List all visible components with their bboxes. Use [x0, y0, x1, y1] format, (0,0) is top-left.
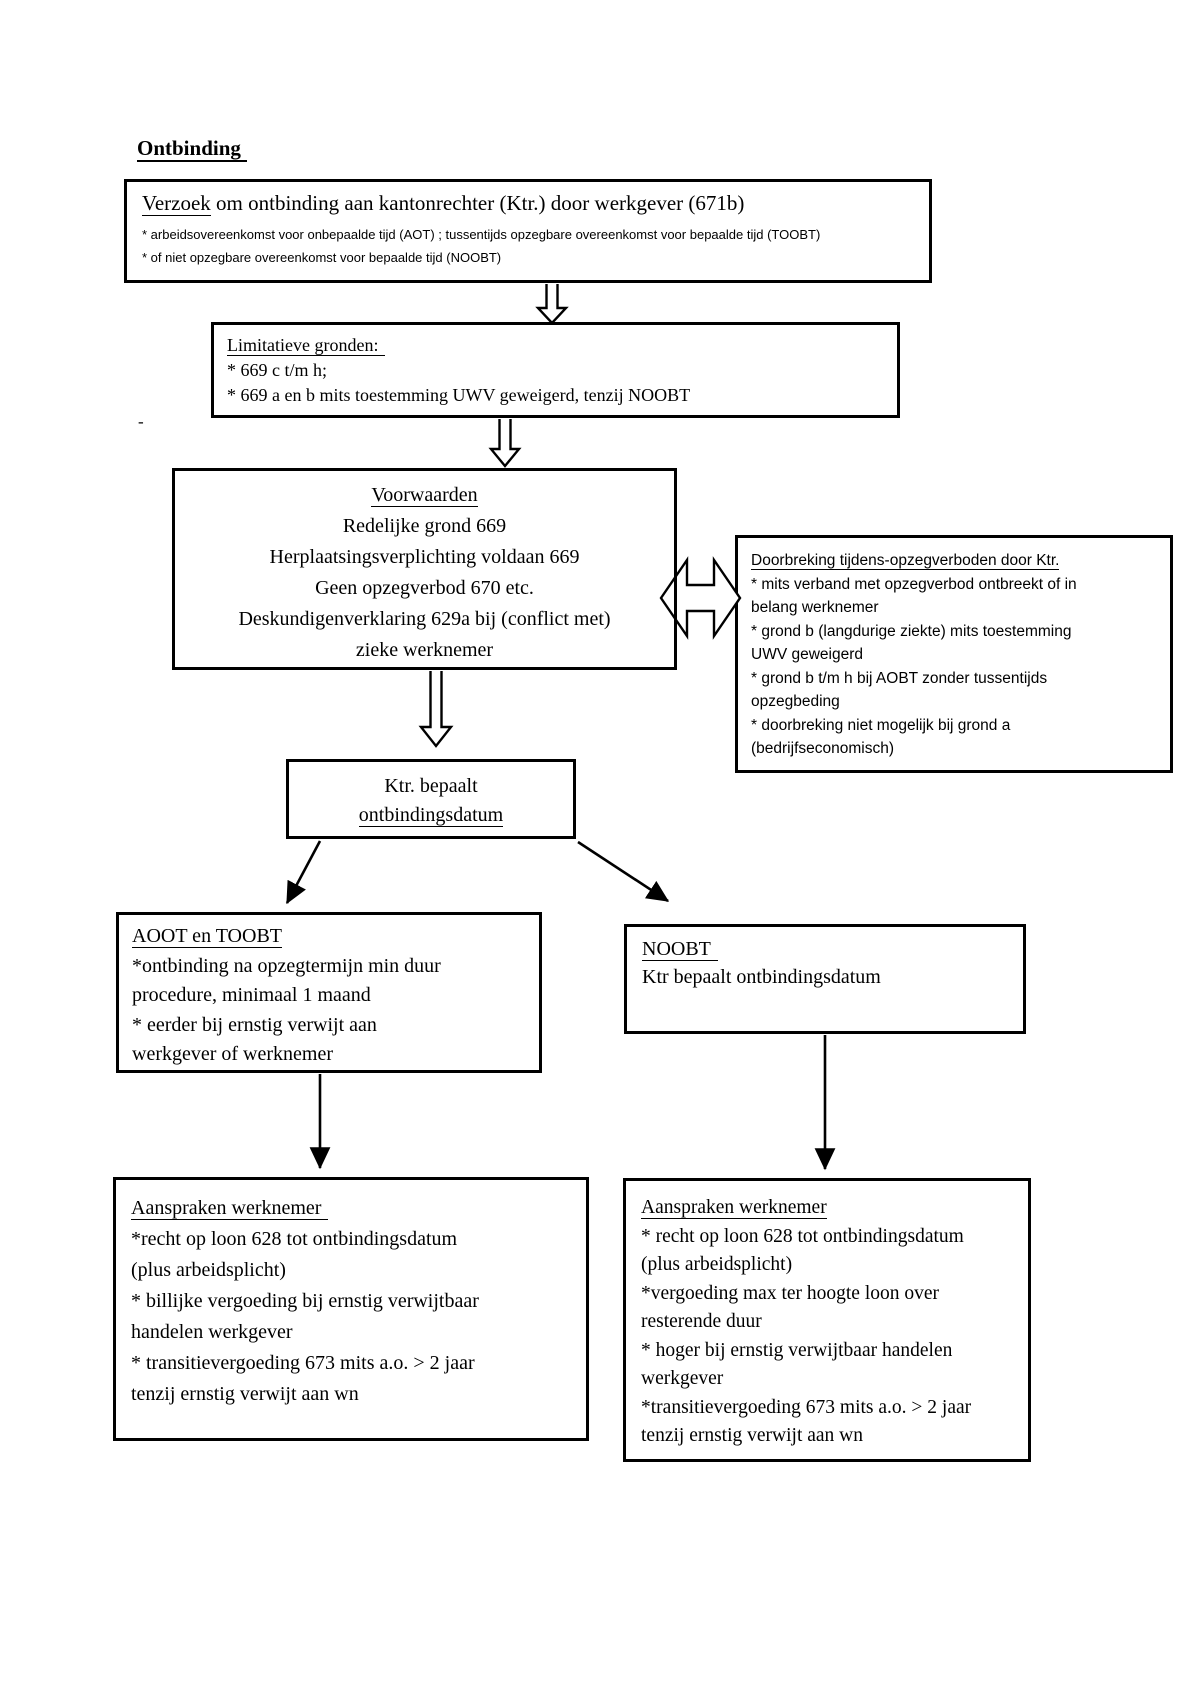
- doorbreking-bullets: * mits verband met opzegverbod ontbreekt…: [751, 573, 1157, 761]
- aanspraken-links-heading: Aanspraken werknemer: [131, 1193, 571, 1224]
- text-line: * transitievergoeding 673 mits a.o. > 2 …: [131, 1352, 475, 1374]
- hollow-arrow-limitatieve-to-voorwaarden: [488, 419, 522, 468]
- hollow-arrow-verzoek-to-limitatieve: [535, 284, 569, 325]
- box-verzoek: Verzoek om ontbinding aan kantonrechter …: [124, 179, 932, 283]
- page-title-text: Ontbinding: [137, 136, 247, 162]
- text-line: * billijke vergoeding bij ernstig verwij…: [131, 1290, 479, 1312]
- text-line: * doorbreking niet mogelijk bij grond a: [751, 716, 1011, 734]
- text-line: (bedrijfseconomisch): [751, 740, 894, 757]
- noobt-heading: NOOBT: [642, 935, 1008, 963]
- text-line: UWV geweigerd: [751, 646, 863, 663]
- ktr-line1: Ktr. bepaalt: [384, 775, 478, 797]
- text-line: werkgever: [641, 1368, 724, 1389]
- text-line: (plus arbeidsplicht): [131, 1259, 286, 1281]
- verzoek-bullets: * arbeidsovereenkomst voor onbepaalde ti…: [142, 223, 914, 269]
- limitatieve-bullets: * 669 c t/m h; * 669 a en b mits toestemm…: [227, 358, 884, 408]
- text-line: handelen werkgever: [131, 1321, 293, 1343]
- aoot-lines: *ontbinding na opzegtermijn min duur proc…: [132, 952, 526, 1070]
- stray-dash: -: [138, 412, 144, 431]
- text-line: procedure, minimaal 1 maand: [132, 984, 371, 1006]
- noobt-line: Ktr bepaalt ontbindingsdatum: [642, 966, 881, 988]
- text-line: opzegbeding: [751, 693, 840, 710]
- text-line: werkgever of werknemer: [132, 1043, 334, 1065]
- page-title: Ontbinding: [137, 136, 247, 162]
- text-line: * grond b (langdurige ziekte) mits toest…: [751, 622, 1072, 640]
- text-line: tenzij ernstig verwijt aan wn: [641, 1425, 864, 1446]
- verzoek-heading-underlined: Verzoek: [142, 191, 211, 216]
- doorbreking-heading: Doorbreking tijdens-opzegverboden door K…: [751, 552, 1060, 570]
- verzoek-heading: Verzoek om ontbinding aan kantonrechter …: [142, 191, 914, 216]
- box-aanspraken-werknemer-links: Aanspraken werknemer *recht op loon 628 …: [113, 1177, 589, 1441]
- text-line: Redelijke grond 669: [342, 515, 507, 537]
- box-limitatieve-gronden: Limitatieve gronden: * 669 c t/m h;* 669…: [211, 322, 900, 418]
- verzoek-heading-rest: om ontbinding aan kantonrechter (Ktr.) d…: [210, 191, 745, 215]
- box-aoot-en-toobt: AOOT en TOOBT *ontbinding na opzegtermij…: [116, 912, 542, 1073]
- text-line: *ontbinding na opzegtermijn min duur: [132, 954, 441, 977]
- text-line: * 669 c t/m h;: [227, 360, 327, 380]
- text-line: * hoger bij ernstig verwijtbaar handelen: [641, 1339, 953, 1361]
- voorwaarden-heading: Voorwaarden: [371, 484, 478, 507]
- box-aanspraken-werknemer-rechts: Aanspraken werknemer * recht op loon 628…: [623, 1178, 1031, 1462]
- text-line: * eerder bij ernstig verwijt aan: [132, 1013, 377, 1036]
- text-line: * mits verband met opzegverbod ontbreekt…: [751, 575, 1077, 593]
- box-ktr-bepaalt-ontbindingsdatum: Ktr. bepaalt ontbindingsdatum: [286, 759, 576, 839]
- text-line: * grond b t/m h bij AOBT zonder tussenti…: [751, 669, 1048, 687]
- text-line: * arbeidsovereenkomst voor onbepaalde ti…: [142, 227, 821, 242]
- text-line: *vergoeding max ter hoogte loon over: [641, 1282, 940, 1304]
- aanspraken-rechts-heading: Aanspraken werknemer: [641, 1197, 827, 1219]
- limitatieve-heading: Limitatieve gronden:: [227, 333, 884, 358]
- arrow-ktr-to-noobt: [577, 840, 670, 903]
- box-doorbreking: Doorbreking tijdens-opzegverboden door K…: [735, 535, 1173, 773]
- text-line: * 669 a en b mits toestemming UWV geweig…: [227, 385, 691, 405]
- text-line: Deskundigenverklaring 629a bij (conflict…: [238, 608, 611, 630]
- text-line: *transitievergoeding 673 mits a.o. > 2 j…: [641, 1396, 972, 1418]
- text-line: zieke werknemer: [355, 639, 494, 661]
- text-line: * of niet opzegbare overeenkomst voor be…: [142, 250, 502, 265]
- text-line: * recht op loon 628 tot ontbindingsdatum: [641, 1225, 964, 1247]
- hollow-arrow-voorwaarden-to-ktr: [418, 671, 454, 748]
- text-line: belang werknemer: [751, 599, 879, 616]
- text-line: Herplaatsingsverplichting voldaan 669: [269, 546, 580, 568]
- arrow-ktr-to-aoot: [285, 840, 322, 905]
- aanspraken-links-lines: *recht op loon 628 tot ontbindingsdatum (…: [131, 1224, 571, 1410]
- box-noobt: NOOBT Ktr bepaalt ontbindingsdatum: [624, 924, 1026, 1034]
- aoot-heading: AOOT en TOOBT: [132, 925, 282, 948]
- ktr-line2: ontbindingsdatum: [358, 804, 504, 827]
- text-line: tenzij ernstig verwijt aan wn: [131, 1383, 359, 1405]
- text-line: Geen opzegverbod 670 etc.: [315, 577, 534, 599]
- aanspraken-rechts-lines: * recht op loon 628 tot ontbindingsdatum…: [641, 1223, 1013, 1451]
- text-line: resterende duur: [641, 1311, 762, 1332]
- text-line: *recht op loon 628 tot ontbindingsdatum: [131, 1228, 458, 1250]
- text-line: (plus arbeidsplicht): [641, 1254, 793, 1275]
